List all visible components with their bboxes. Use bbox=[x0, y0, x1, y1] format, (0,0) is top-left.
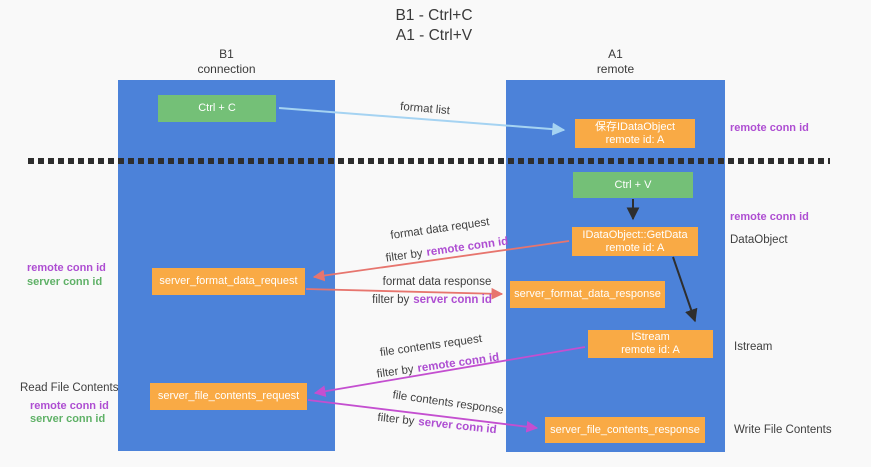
filter-by-text: filter by bbox=[385, 247, 424, 265]
node-ctrl-v: Ctrl + V bbox=[573, 172, 693, 198]
node-server-file-contents-response: server_file_contents_response bbox=[545, 417, 705, 443]
label-file-contents-response: file contents response bbox=[391, 389, 505, 417]
node-save-dataobject-line1: 保存IDataObject bbox=[594, 120, 676, 133]
node-server-file-contents-request-label: server_file_contents_request bbox=[157, 390, 300, 402]
lifeline-b1-name: B1 bbox=[219, 47, 234, 61]
node-ctrl-v-label: Ctrl + V bbox=[614, 178, 652, 191]
annotation-remote-conn-id-top-right: remote conn id bbox=[730, 122, 809, 134]
label-format-data-request: format data request bbox=[389, 216, 491, 242]
node-istream: IStream remote id: A bbox=[588, 330, 713, 358]
annotation-istream: Istream bbox=[734, 341, 773, 353]
server-conn-id-highlight: server conn id bbox=[417, 416, 498, 437]
diagram-title-line1: B1 - Ctrl+C bbox=[395, 7, 473, 24]
annotation-remote-conn-id-left-2: remote conn id bbox=[30, 400, 109, 412]
node-istream-line1: IStream bbox=[631, 331, 670, 343]
annotation-remote-conn-id-left-1: remote conn id bbox=[27, 262, 106, 274]
node-idataobject-getdata-line1: IDataObject::GetData bbox=[582, 228, 688, 241]
node-save-dataobject-line2: remote id: A bbox=[605, 133, 665, 146]
node-save-dataobject: 保存IDataObject remote id: A bbox=[575, 119, 695, 148]
lifeline-a1-header: A1 remote bbox=[506, 47, 725, 77]
node-istream-line2: remote id: A bbox=[621, 344, 680, 356]
diagram-title-line2: A1 - Ctrl+V bbox=[395, 27, 473, 44]
lifeline-b1-subtitle: connection bbox=[197, 62, 256, 76]
node-server-file-contents-response-label: server_file_contents_response bbox=[550, 423, 700, 436]
server-conn-id-highlight: server conn id bbox=[413, 294, 492, 306]
phase-divider-dashed-line bbox=[28, 158, 830, 164]
annotation-server-conn-id-left-2: server conn id bbox=[30, 413, 106, 425]
remote-conn-id-highlight: remote conn id bbox=[416, 351, 500, 375]
node-server-file-contents-request: server_file_contents_request bbox=[150, 383, 307, 410]
node-server-format-data-request: server_format_data_request bbox=[152, 268, 305, 295]
filter-by-text: filter by bbox=[376, 411, 415, 428]
lifeline-b1-header: B1 connection bbox=[118, 47, 335, 77]
lifeline-a1-name: A1 bbox=[608, 47, 623, 61]
filter-by-text: filter by bbox=[376, 363, 415, 381]
annotation-write-file-contents: Write File Contents bbox=[734, 424, 832, 436]
node-idataobject-getdata-line2: remote id: A bbox=[605, 241, 665, 254]
diagram-title: B1 - Ctrl+C A1 - Ctrl+V bbox=[284, 6, 584, 46]
filter-by-text: filter by bbox=[372, 294, 410, 306]
lifeline-a1-subtitle: remote bbox=[596, 62, 635, 76]
node-ctrl-c-label: Ctrl + C bbox=[198, 102, 236, 114]
node-server-format-data-response: server_format_data_response bbox=[510, 281, 665, 308]
label-format-list: format list bbox=[399, 100, 451, 118]
annotation-server-conn-id-left-1: server conn id bbox=[27, 276, 103, 288]
node-server-format-data-response-label: server_format_data_response bbox=[514, 288, 661, 300]
node-idataobject-getdata: IDataObject::GetData remote id: A bbox=[572, 227, 698, 256]
node-ctrl-c: Ctrl + C bbox=[158, 95, 276, 122]
label-format-data-response: format data response bbox=[382, 276, 492, 288]
remote-conn-id-highlight: remote conn id bbox=[425, 235, 509, 259]
node-server-format-data-request-label: server_format_data_request bbox=[159, 275, 298, 287]
annotation-dataobject: DataObject bbox=[730, 234, 788, 246]
annotation-read-file-contents: Read File Contents bbox=[20, 382, 119, 394]
annotation-remote-conn-id-mid-right: remote conn id bbox=[730, 211, 809, 223]
